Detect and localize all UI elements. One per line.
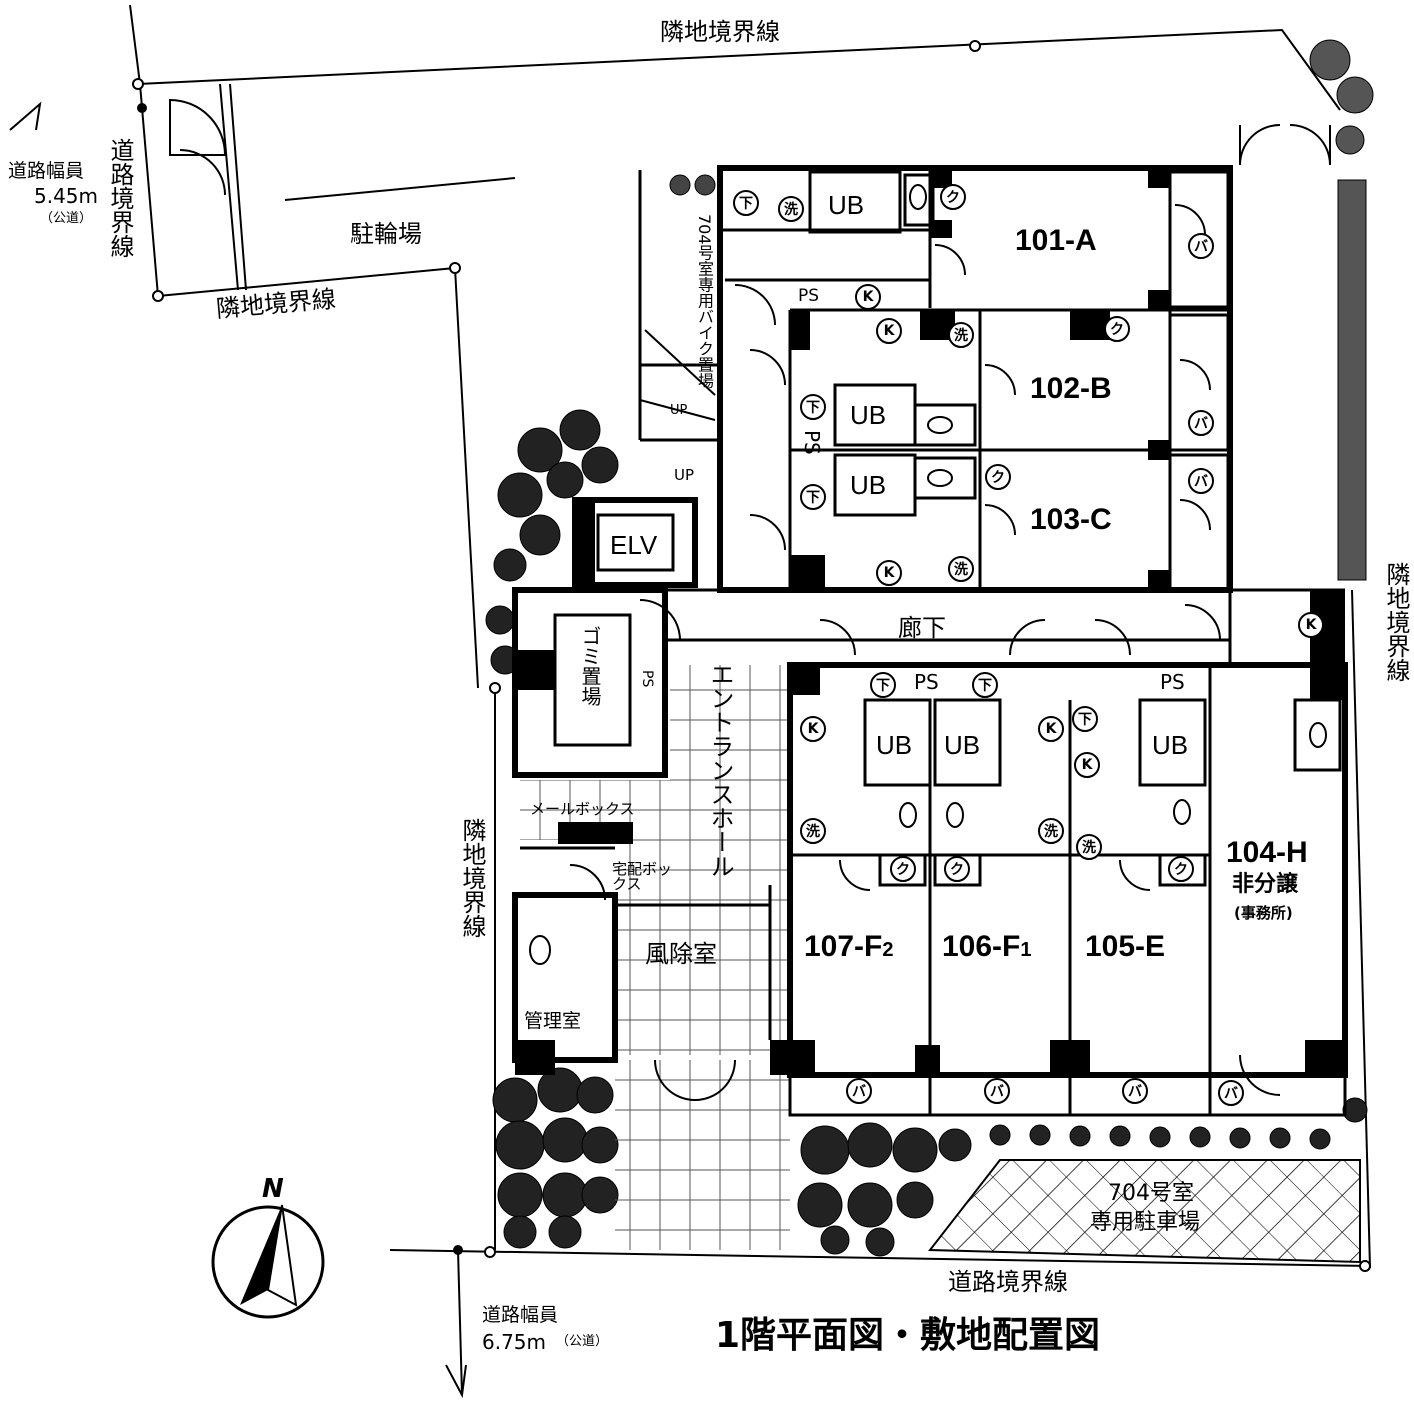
closet-icon: ク (944, 856, 970, 882)
bike-parking-label: 704号室専用バイク置場 (695, 214, 714, 389)
unit-bath-label: UB (850, 470, 887, 500)
left-road-boundary-line (139, 83, 159, 297)
vegetation-bottom-mid (797, 1122, 972, 1257)
shoe-box-icon: 下 (733, 190, 759, 216)
kitchen-icon: K (1038, 716, 1064, 742)
room-101-label: 101-A (1015, 224, 1097, 257)
room-107-label: 107-F2 (804, 930, 894, 963)
balcony-icon: バ (1188, 468, 1214, 494)
closet-icon: ク (940, 184, 966, 210)
vegetation-right (1309, 39, 1374, 581)
shoe-box-icon: 下 (972, 672, 998, 698)
road-width-bottom-value: 6.75m (482, 1330, 547, 1354)
closet-icon: ク (1168, 856, 1194, 882)
parking-label-line1: 704号室 (1108, 1181, 1194, 1206)
unit-bath-label: UB (850, 400, 887, 430)
left-road-boundary-label: 道路境界線 (106, 138, 134, 258)
delivery-box-label: 宅配ボックス (612, 860, 673, 893)
kitchen-icon: K (876, 318, 902, 344)
balcony-icon: バ (1218, 1080, 1244, 1106)
unit-bath-label: UB (1152, 730, 1189, 760)
closet-icon: ク (890, 856, 916, 882)
shoe-box-icon: 下 (800, 394, 826, 420)
pipe-space-label: PS (798, 286, 820, 306)
right-boundary-label: 隣地境界線 (1382, 562, 1410, 682)
unit-bath-label: UB (944, 730, 981, 760)
pipe-space-label: PS (800, 430, 824, 455)
stair-up-label-1: UP (670, 403, 688, 418)
balcony-icon: バ (846, 1078, 872, 1104)
drawing-title: 1階平面図・敷地配置図 (715, 1315, 1101, 1356)
room-106-label: 106-F1 (942, 930, 1032, 963)
balcony-icon: バ (1188, 233, 1214, 259)
parking-area (927, 1159, 1361, 1264)
bottom-road-boundary-line (389, 1249, 1371, 1267)
washer-icon: 洗 (948, 322, 974, 348)
management-room-label: 管理室 (524, 1010, 582, 1032)
right-boundary-line (1351, 589, 1371, 1269)
room-104-label: 104-H (1226, 836, 1308, 869)
bottom-road-boundary-label: 道路境界線 (948, 1268, 1068, 1296)
road-width-left-value: 5.45m (34, 184, 99, 208)
road-width-bottom-note: （公道） (556, 1334, 609, 1349)
left-lower-boundary-label: 隣地境界線 (458, 818, 486, 938)
compass-rose (211, 1204, 325, 1319)
washer-icon: 洗 (948, 556, 974, 582)
kitchen-icon: K (1074, 752, 1100, 778)
top-boundary-label: 隣地境界線 (660, 18, 780, 46)
elevator-label: ELV (610, 530, 658, 560)
building-lower-block (787, 662, 1348, 1078)
closet-icon: ク (1104, 316, 1130, 342)
room-103-label: 103-C (1030, 503, 1112, 536)
kitchen-icon: K (876, 560, 902, 586)
unit-bath-label: UB (828, 190, 865, 220)
kitchen-icon: K (1298, 612, 1324, 638)
balcony-icon: バ (984, 1078, 1010, 1104)
mailbox-label: メールボックス (530, 800, 635, 818)
garbage-area-label: ゴミ置場 (578, 626, 602, 706)
parking-label-line2: 専用駐車場 (1090, 1210, 1201, 1235)
stair-up-label-2: UP (674, 466, 695, 484)
closet-icon: ク (985, 464, 1011, 490)
pipe-space-label: PS (639, 670, 655, 688)
shoe-box-icon: 下 (1072, 706, 1098, 732)
balcony-icon: バ (1122, 1078, 1148, 1104)
left-mid-boundary-line (157, 267, 456, 297)
pipe-space-label: PS (914, 670, 939, 694)
room-102-label: 102-B (1030, 372, 1112, 405)
room-104-note: (事務所) (1234, 904, 1293, 922)
vegetation-bottom-left (492, 1067, 619, 1249)
pipe-space-label: PS (1160, 670, 1185, 694)
washer-icon: 洗 (778, 196, 804, 222)
vegetation-bottom-strip (989, 1097, 1368, 1150)
road-width-left-note: （公道） (40, 211, 93, 226)
room-105-label: 105-E (1085, 930, 1166, 963)
vegetation-left (485, 409, 619, 675)
shoe-box-icon: 下 (800, 484, 826, 510)
road-width-left-label: 道路幅員 (8, 160, 85, 182)
road-width-bottom-label: 道路幅員 (482, 1304, 559, 1326)
washer-icon: 洗 (1076, 834, 1102, 860)
balcony-icon: バ (1188, 410, 1214, 436)
compass-north-label: N (262, 1174, 284, 1204)
entrance-hall-label: エントランスホール (706, 662, 734, 878)
unit-bath-label: UB (876, 730, 913, 760)
kitchen-icon: K (855, 284, 881, 310)
kitchen-icon: K (800, 716, 826, 742)
top-boundary-line (137, 28, 1341, 111)
washer-icon: 洗 (800, 818, 826, 844)
bicycle-parking-label: 駐輪場 (350, 220, 422, 248)
windbreak-room-label: 風除室 (645, 940, 717, 968)
room-104-sub-label: 非分譲 (1232, 872, 1299, 897)
corridor-label: 廊下 (898, 614, 946, 642)
shoe-box-icon: 下 (870, 672, 896, 698)
washer-icon: 洗 (1038, 818, 1064, 844)
